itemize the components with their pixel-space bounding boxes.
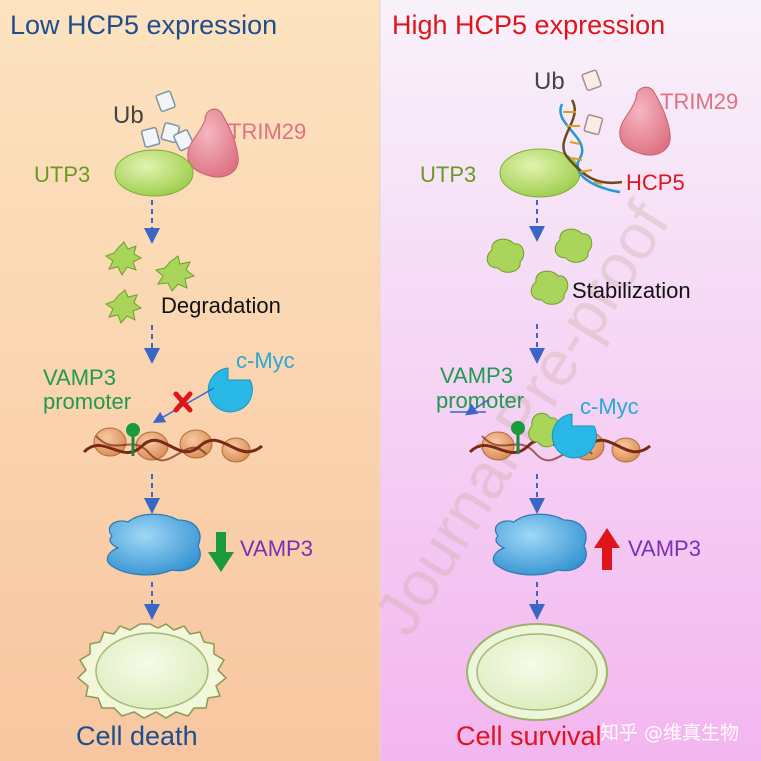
right-stabilized-utp3: [486, 228, 593, 305]
left-block-x-icon: [173, 391, 193, 413]
left-cmyc-label: c-Myc: [236, 348, 295, 373]
right-vamp3-label: VAMP3: [628, 536, 701, 561]
left-degradation-label: Degradation: [161, 293, 281, 318]
left-promoter-label-2: promoter: [43, 389, 131, 414]
left-promoter-label-1: VAMP3: [43, 365, 116, 390]
left-trim29-protein: [187, 108, 239, 178]
left-utp3-protein: [114, 149, 194, 197]
left-vamp3-protein: [106, 513, 201, 576]
right-promoter-label-2: promoter: [436, 388, 524, 413]
left-chromatin: [82, 427, 263, 463]
right-hcp5-rna-helix: [559, 99, 623, 194]
right-outcome-label: Cell survival: [456, 721, 602, 751]
left-utp3-label: UTP3: [34, 162, 90, 187]
right-trim29-label: TRIM29: [660, 89, 738, 114]
right-ubiquitin-cubes: [581, 69, 604, 136]
right-hcp5-label: HCP5: [626, 170, 685, 195]
left-ub-label: Ub: [113, 102, 144, 129]
left-title: Low HCP5 expression: [10, 10, 277, 40]
right-binding-arrow-head: [465, 399, 489, 416]
left-vamp3-label: VAMP3: [240, 536, 313, 561]
left-vamp3-down-arrow-icon: [208, 532, 234, 572]
right-promoter-label-1: VAMP3: [440, 363, 513, 388]
left-ubiquitin-cubes: [140, 90, 195, 152]
right-vamp3-up-arrow-icon: [594, 528, 620, 570]
right-cmyc-protein: [551, 413, 597, 459]
right-utp3-label: UTP3: [420, 162, 476, 187]
right-stabilization-label: Stabilization: [572, 278, 691, 303]
right-title: High HCP5 expression: [392, 10, 665, 40]
left-cmyc-protein: [207, 367, 253, 413]
right-cmyc-label: c-Myc: [580, 394, 639, 419]
left-promoter-marker: [126, 423, 140, 456]
right-trim29-protein: [619, 86, 671, 156]
left-trim29-label: TRIM29: [228, 119, 306, 144]
right-healthy-cell: [466, 623, 608, 721]
left-degraded-fragments: [104, 241, 196, 324]
right-vamp3-protein: [492, 513, 587, 576]
left-dying-cell: [76, 623, 228, 719]
source-credit: 知乎 @维真生物: [600, 722, 739, 744]
left-outcome-label: Cell death: [76, 721, 198, 751]
right-promoter-marker: [511, 421, 525, 454]
right-ub-label: Ub: [534, 68, 565, 95]
